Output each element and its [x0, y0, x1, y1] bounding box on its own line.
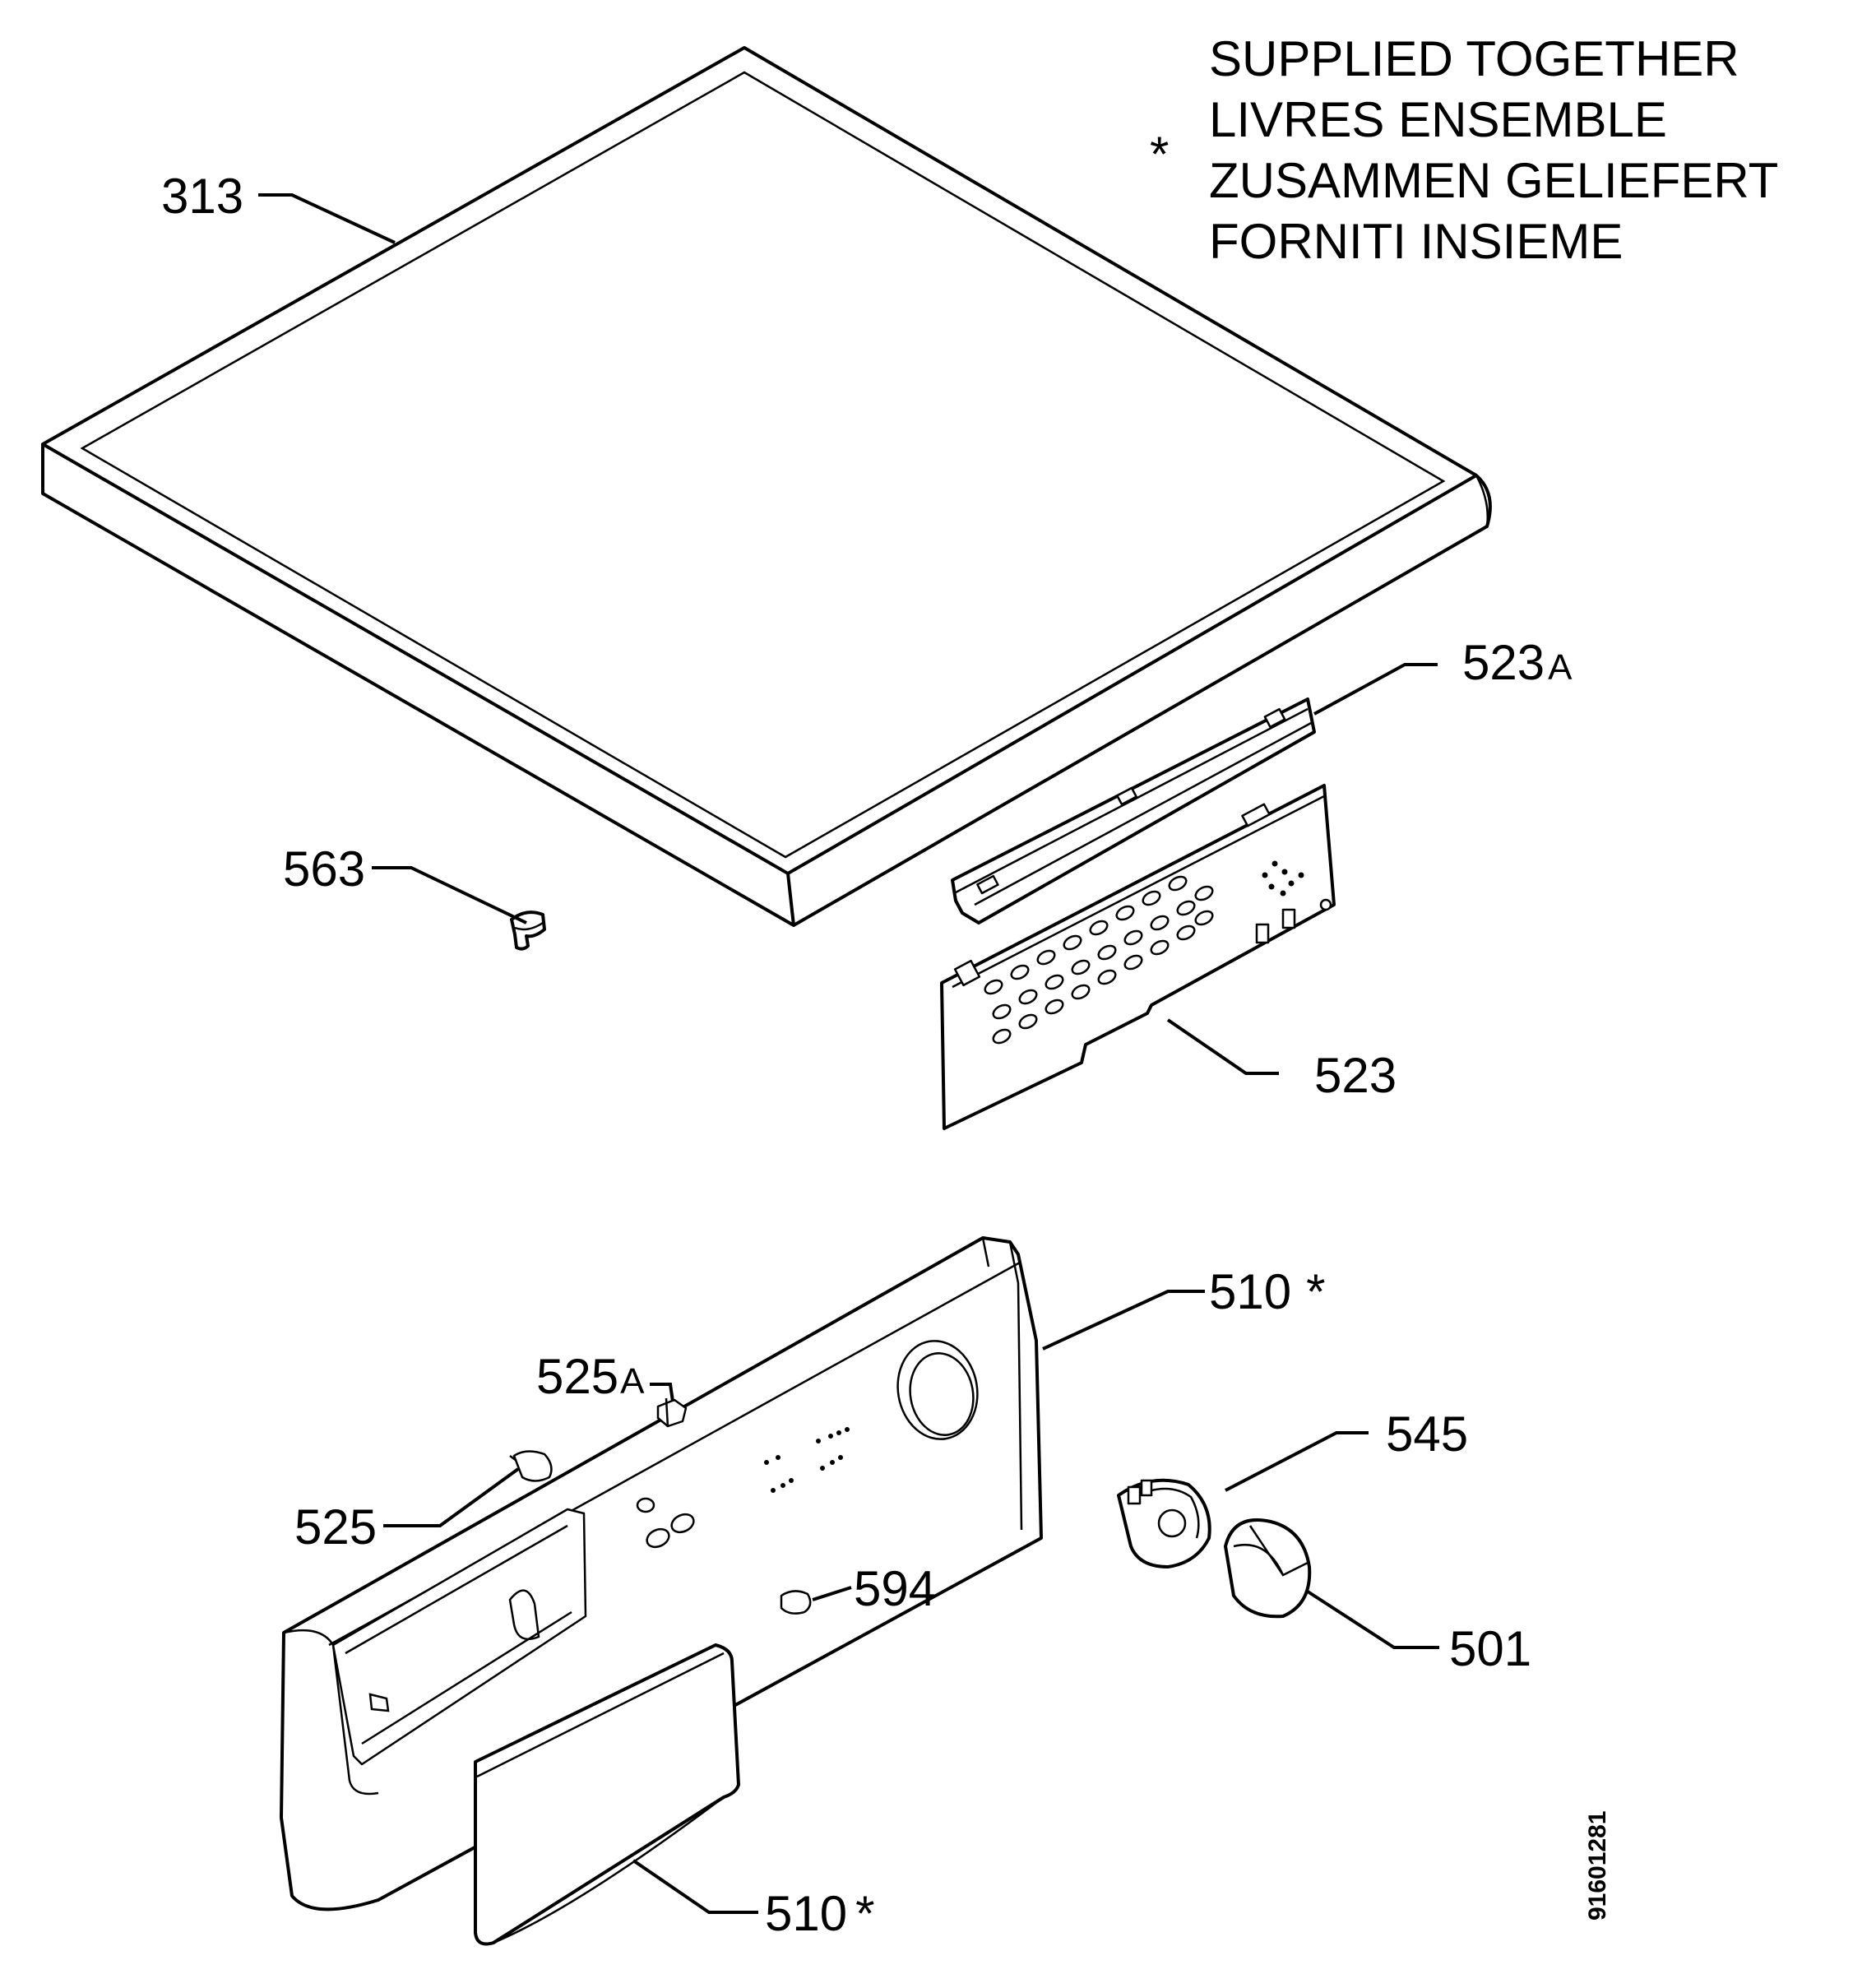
button-part-594 [780, 1590, 812, 1615]
label-525: 525 [294, 1499, 377, 1555]
selector-housing-part-545 [1117, 1478, 1211, 1569]
label-563: 563 [283, 841, 365, 897]
label-523: 523 [1314, 1048, 1397, 1103]
circuit-board-part-523 [940, 784, 1336, 1130]
label-313: 313 [161, 169, 243, 224]
label-545: 545 [1386, 1406, 1468, 1462]
label-510-bottom: 510* [765, 1886, 874, 1941]
supplied-together-note: * SUPPLIED TOGETHER LIVRES ENSEMBLE ZUSA… [1150, 31, 1778, 269]
button-part-525 [509, 1450, 553, 1482]
label-510-top: 510* [1209, 1264, 1325, 1319]
board-key-holes [984, 875, 1214, 1045]
top-cover-part-313 [41, 46, 1492, 927]
label-501: 501 [1449, 1621, 1531, 1676]
bracket-part-523A [951, 697, 1316, 924]
label-525A: 525A [536, 1349, 645, 1404]
label-594: 594 [854, 1561, 936, 1616]
selector-knob-part-501 [1224, 1518, 1312, 1619]
note-line-1: SUPPLIED TOGETHER [1209, 31, 1739, 86]
indicator-light-part-525A [656, 1397, 688, 1428]
note-line-2: LIVRES ENSEMBLE [1209, 92, 1667, 147]
part-labels: 313 523A 563 523 510* 525A 545 525 594 5… [161, 169, 1573, 1941]
label-523A: 523A [1462, 635, 1573, 690]
leader-lines [258, 193, 1439, 1914]
control-panel-part-510 [280, 1236, 1043, 1911]
note-line-4: FORNITI INSIEME [1209, 214, 1623, 269]
board-led-dots [1262, 860, 1332, 911]
drawer-front-part-510 [474, 1643, 740, 1946]
drawing-code: 91601281 [1584, 1811, 1611, 1921]
note-line-3: ZUSAMMEN GELIEFERT [1209, 153, 1778, 208]
note-asterisk: * [1150, 127, 1169, 182]
